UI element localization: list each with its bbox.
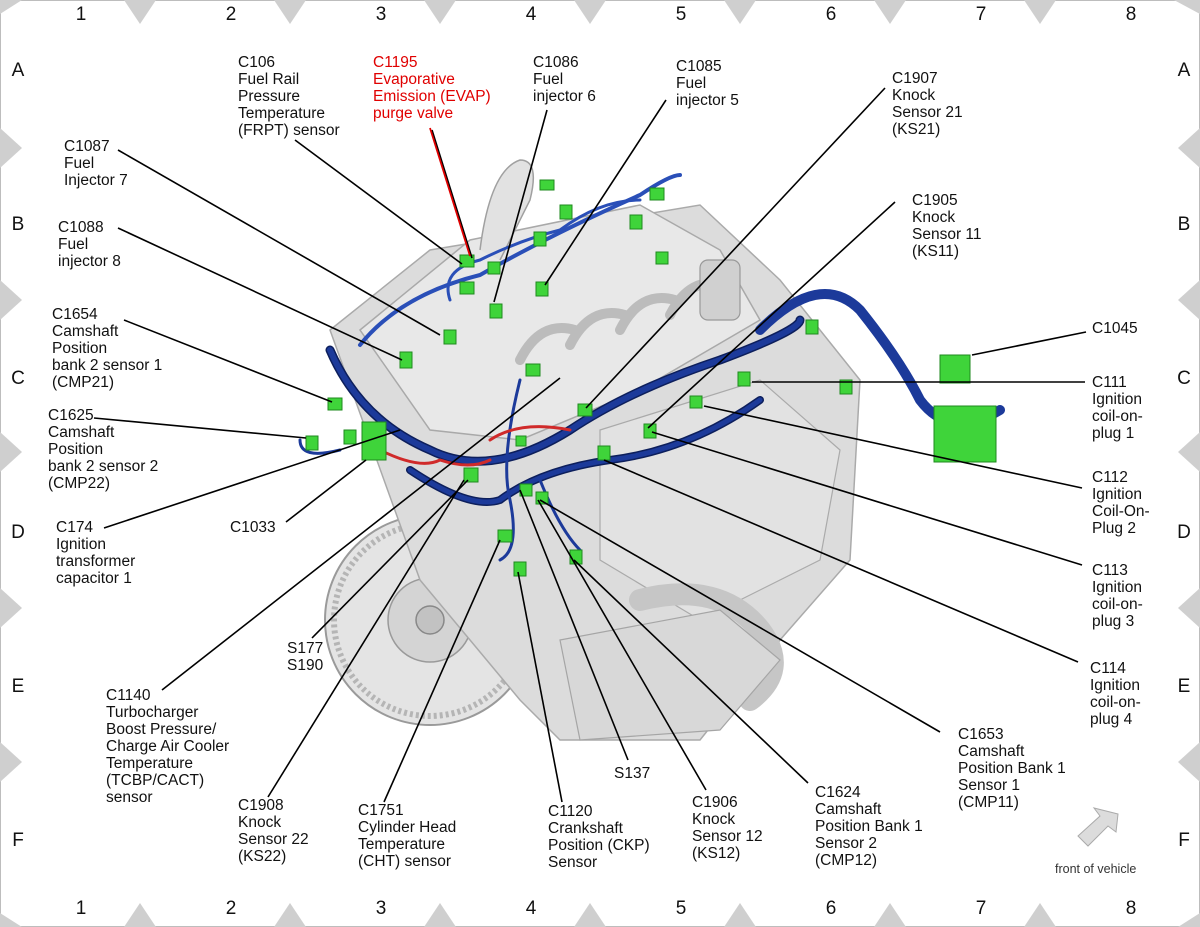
label-s177-s190: S177 S190 xyxy=(287,640,324,674)
grid-col-6-bottom: 6 xyxy=(825,898,837,919)
label-c1086-fuel-injector-6: C1086 Fuel injector 6 xyxy=(533,54,596,105)
front-of-vehicle-note: front of vehicle xyxy=(1055,862,1137,876)
grid-col-7-bottom: 7 xyxy=(975,898,987,919)
grid-row-e-right: E xyxy=(1177,676,1191,697)
grid-row-a-left: A xyxy=(11,60,25,81)
label-c1905-knock-sensor-11: C1905 Knock Sensor 11 (KS11) xyxy=(912,192,982,260)
label-c1140-tcbp-cact-sensor: C1140 Turbocharger Boost Pressure/ Charg… xyxy=(106,687,230,806)
grid-col-5-bottom: 5 xyxy=(675,898,687,919)
label-s137: S137 xyxy=(614,765,651,782)
grid-row-c-left: C xyxy=(11,368,25,389)
label-c1751-cht-sensor: C1751 Cylinder Head Temperature (CHT) se… xyxy=(358,802,457,870)
grid-row-f-left: F xyxy=(12,830,24,851)
label-c114-ignition-coil-4: C114 Ignition coil-on- plug 4 xyxy=(1090,660,1141,728)
grid-row-a-right: A xyxy=(1177,60,1191,81)
grid-col-7-top: 7 xyxy=(975,4,987,25)
label-c106-frpt-sensor: C106 Fuel Rail Pressure Temperature (FRP… xyxy=(238,54,340,139)
leader-lines xyxy=(93,87,1087,803)
label-c1907-knock-sensor-21: C1907 Knock Sensor 21 (KS21) xyxy=(892,70,963,138)
grid-row-d-left: D xyxy=(11,522,25,543)
label-c112-ignition-coil-2: C112 Ignition Coil-On- Plug 2 xyxy=(1092,469,1150,537)
grid-col-3-top: 3 xyxy=(375,4,387,25)
grid-row-d-right: D xyxy=(1177,522,1191,543)
label-c1045: C1045 xyxy=(1092,320,1138,337)
label-c1653-cmp11: C1653 Camshaft Position Bank 1 Sensor 1 … xyxy=(958,726,1066,811)
label-c1625-cmp22: C1625 Camshaft Position bank 2 sensor 2 … xyxy=(48,407,159,492)
label-c1085-fuel-injector-5: C1085 Fuel injector 5 xyxy=(676,58,739,109)
evap-leader-line xyxy=(429,127,471,257)
label-c111-ignition-coil-1: C111 Ignition coil-on- plug 1 xyxy=(1092,374,1143,442)
grid-row-e-left: E xyxy=(11,676,25,697)
label-c1088-fuel-injector-8: C1088 Fuel injector 8 xyxy=(58,219,121,270)
label-c1624-cmp12: C1624 Camshaft Position Bank 1 Sensor 2 … xyxy=(815,784,923,869)
grid-col-2-bottom: 2 xyxy=(225,898,237,919)
label-c1195-evap-purge-valve: C1195 Evaporative Emission (EVAP) purge … xyxy=(373,54,491,122)
label-c174-ignition-transformer: C174 Ignition transformer capacitor 1 xyxy=(56,519,136,587)
engine-illustration xyxy=(324,159,861,741)
label-c1033: C1033 xyxy=(230,519,276,536)
grid-row-b-right: B xyxy=(1177,214,1191,235)
grid-col-5-top: 5 xyxy=(675,4,687,25)
label-c1906-knock-sensor-12: C1906 Knock Sensor 12 (KS12) xyxy=(692,794,763,862)
connectors xyxy=(305,179,997,577)
grid-col-8-bottom: 8 xyxy=(1125,898,1137,919)
grid-col-4-bottom: 4 xyxy=(525,898,537,919)
grid-col-1-bottom: 1 xyxy=(75,898,87,919)
grid-col-4-top: 4 xyxy=(525,4,537,25)
label-c1654-cmp21: C1654 Camshaft Position bank 2 sensor 1 … xyxy=(52,306,163,391)
grid-col-8-top: 8 xyxy=(1125,4,1137,25)
label-c1908-knock-sensor-22: C1908 Knock Sensor 22 (KS22) xyxy=(238,797,309,865)
front-arrow-icon xyxy=(1077,807,1119,847)
label-c113-ignition-coil-3: C113 Ignition coil-on- plug 3 xyxy=(1092,562,1143,630)
grid-row-f-right: F xyxy=(1178,830,1190,851)
label-c1087-fuel-injector-7: C1087 Fuel Injector 7 xyxy=(64,138,128,189)
grid-row-c-right: C xyxy=(1177,368,1191,389)
grid-col-6-top: 6 xyxy=(825,4,837,25)
grid-col-2-top: 2 xyxy=(225,4,237,25)
grid-col-1-top: 1 xyxy=(75,4,87,25)
grid-col-3-bottom: 3 xyxy=(375,898,387,919)
grid-row-b-left: B xyxy=(11,214,25,235)
label-c1120-ckp-sensor: C1120 Crankshaft Position (CKP) Sensor xyxy=(548,803,650,871)
